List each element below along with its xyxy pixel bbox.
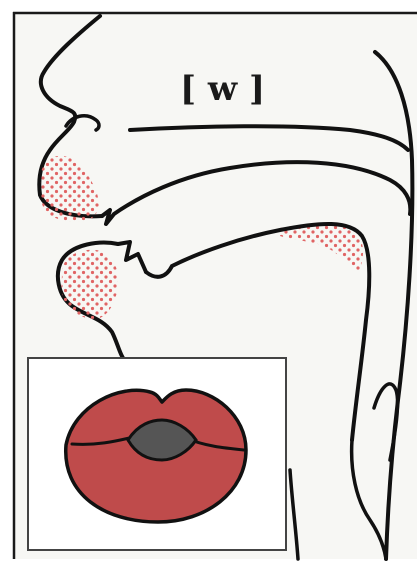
- phoneme-label: [ w ]: [180, 69, 265, 109]
- lip-rounding-inset: [28, 358, 286, 550]
